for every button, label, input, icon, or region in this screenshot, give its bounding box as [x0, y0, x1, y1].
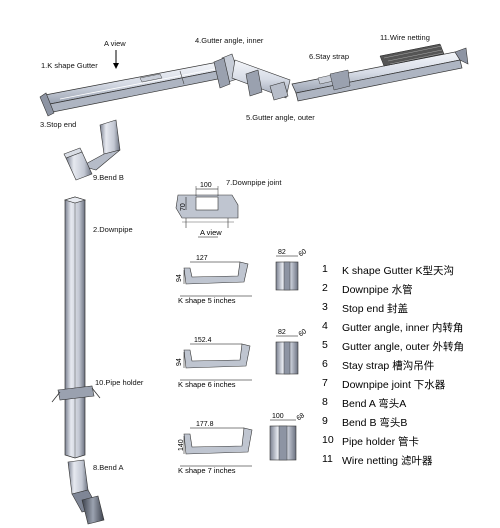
profile-6in-caption: K shape 6 inches	[178, 380, 236, 389]
joint-height-dim: 70	[180, 203, 187, 211]
pipe-holder-label: 10.Pipe holder	[95, 378, 144, 387]
profile-5in-top-dim: 127	[196, 255, 208, 262]
profile-6in-top-dim: 152.4	[194, 337, 212, 344]
downpipe-label: 2.Downpipe	[93, 225, 133, 234]
downpipe-part	[63, 196, 87, 459]
profile-7in-side-dim: 140	[178, 439, 185, 451]
stop-end-label: 3.Stop end	[40, 120, 77, 129]
profile-5in-caption: K shape 5 inches	[178, 296, 236, 305]
wire-netting-label: 11.Wire netting	[380, 33, 430, 42]
k-shape-gutter-label: 1.K shape Gutter	[41, 61, 98, 70]
pipe-holder-part	[51, 385, 101, 403]
stay-strap-label: 6.Stay strap	[309, 52, 350, 61]
a-view-bottom-label: A view	[200, 228, 222, 237]
stop-end-part	[39, 92, 55, 117]
profile-6in-side-dim: 94	[176, 358, 183, 366]
profile-5in: 127 94 K shape 5 inches 82 60	[176, 248, 308, 305]
gutter-angle-inner-label: 4.Gutter angle, inner	[195, 36, 264, 45]
profile-6in-pipe-d: 60	[298, 328, 308, 338]
wire-netting-part	[379, 43, 445, 67]
downpipe-joint-label: 7.Downpipe joint	[226, 178, 282, 187]
stay-strap-part	[329, 69, 351, 91]
gutter-angle-outer-label: 5.Gutter angle, outer	[246, 113, 315, 122]
profile-6in-pipe-w: 82	[278, 329, 286, 336]
bend-a-part	[67, 459, 105, 525]
profile-7in-pipe-w: 100	[272, 413, 284, 420]
bend-b-part	[63, 119, 121, 181]
profile-7in-caption: K shape 7 inches	[178, 466, 236, 475]
a-view-top-label: A view	[104, 39, 126, 48]
joint-width-dim: 100	[200, 182, 212, 189]
profile-7in: 177.8 140 K shape 7 inches 100 68	[178, 412, 306, 475]
profile-5in-pipe-d: 60	[298, 248, 308, 258]
bend-b-label: 9.Bend B	[93, 173, 124, 182]
profile-6in: 152.4 94 K shape 6 inches 82 60	[176, 328, 308, 389]
gutter-angle-outer-part	[231, 59, 291, 101]
profile-5in-side-dim: 94	[176, 274, 183, 282]
bend-a-label: 8.Bend A	[93, 463, 124, 472]
profile-7in-pipe-d: 68	[296, 412, 306, 422]
profile-7in-top-dim: 177.8	[196, 421, 214, 428]
profile-5in-pipe-w: 82	[278, 249, 286, 256]
downpipe-joint-part: 100 70 A view	[175, 182, 239, 238]
